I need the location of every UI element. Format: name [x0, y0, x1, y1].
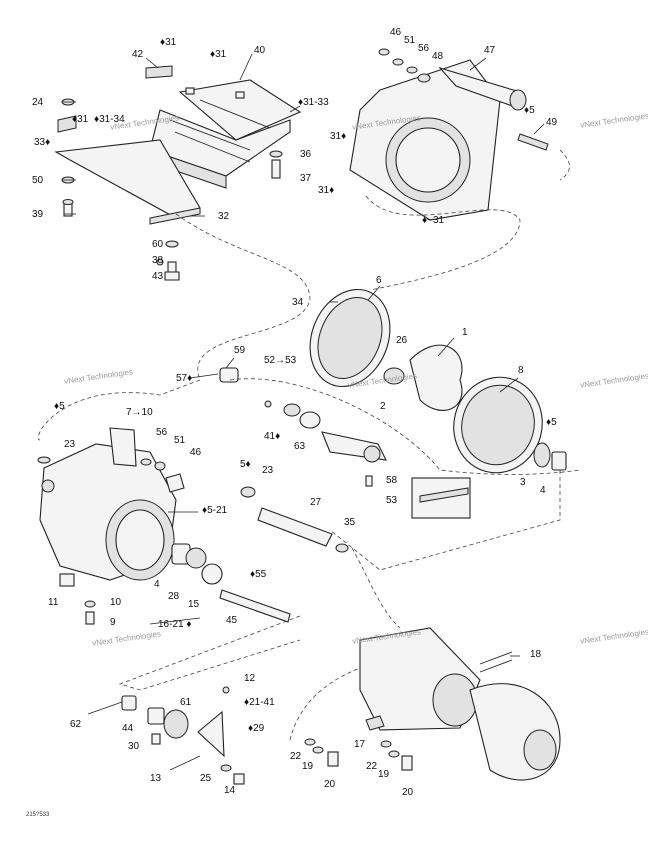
nozzle-assembly: [304, 627, 561, 781]
callout-label: 23: [64, 439, 76, 450]
callout-label: 19: [302, 761, 314, 772]
callout-label: 22: [366, 761, 378, 772]
callout-label: ♦21-41: [244, 697, 275, 708]
callout-label: 16-21 ♦: [158, 619, 192, 630]
callout-label: ♦−31: [422, 215, 445, 226]
callout-label: 25: [200, 773, 212, 784]
callout-label: 2: [380, 401, 386, 412]
callout-label: 10: [110, 597, 122, 608]
callout-label: 18: [530, 649, 542, 660]
callout-label: 43: [152, 271, 164, 282]
callout-label: 7→10: [126, 407, 153, 418]
callout-label: ♦5-21: [202, 505, 228, 516]
callout-label: 52→53: [264, 355, 297, 366]
callout-label: ♦31: [72, 114, 89, 125]
callout-label: 19: [378, 769, 390, 780]
housing-assembly: [349, 48, 570, 221]
callout-label: 30: [128, 741, 140, 752]
callout-label: 13: [150, 773, 162, 784]
callout-label: 27: [310, 497, 322, 508]
callout-label: 51: [174, 435, 186, 446]
callout-label: 32: [218, 211, 230, 222]
callout-label: 20: [402, 787, 414, 798]
callout-label: 4: [540, 485, 546, 496]
callout-label: 1: [462, 327, 468, 338]
callout-label: 38: [152, 255, 164, 266]
callout-label: 28: [168, 591, 180, 602]
callout-label: 6: [376, 275, 382, 286]
callout-label: 3: [520, 477, 526, 488]
callout-label: 45: [226, 615, 238, 626]
callout-label: 4: [154, 579, 160, 590]
callout-label: 34: [292, 297, 304, 308]
callout-label: 50: [32, 175, 44, 186]
callout-label: 23: [262, 465, 274, 476]
assembly-guides: [37, 195, 581, 741]
drive-components: [219, 367, 471, 553]
callout-label: 47: [484, 45, 496, 56]
callout-label: 63: [294, 441, 306, 452]
callout-label: 20: [324, 779, 336, 790]
leader-lines: [62, 53, 545, 771]
callout-label: 26: [396, 335, 408, 346]
callout-label: 61: [180, 697, 192, 708]
callout-label: 40: [254, 45, 266, 56]
callout-label: 53: [386, 495, 398, 506]
callout-label: 11: [48, 597, 59, 608]
callout-label: 57♦: [176, 373, 193, 384]
callout-label: ♦31-33: [298, 97, 329, 108]
callout-label: 44: [122, 723, 134, 734]
callout-label: 51: [404, 35, 416, 46]
callout-label: ♦5: [524, 105, 535, 116]
callout-label: 56: [418, 43, 430, 54]
impeller-group: [309, 288, 567, 474]
callout-label: ♦31: [160, 37, 177, 48]
callout-label: 39: [32, 209, 44, 220]
callout-label: 59: [234, 345, 246, 356]
callout-label: ♦29: [248, 723, 265, 734]
callout-label: 17: [354, 739, 366, 750]
callout-label: 58: [386, 475, 398, 486]
callout-label: 22: [290, 751, 302, 762]
callout-label: ♦31-34: [94, 114, 125, 125]
pump-housing: [37, 427, 291, 625]
callout-label: ♦5: [546, 417, 557, 428]
callout-label: 31♦: [318, 185, 335, 196]
callout-label: 42: [132, 49, 144, 60]
callout-label: 14: [224, 785, 236, 796]
callout-label: 31♦: [330, 131, 347, 142]
callout-label: 46: [390, 27, 402, 38]
callout-label: 46: [190, 447, 202, 458]
callout-label: ♦31: [210, 49, 227, 60]
callout-label: 41♦: [264, 431, 281, 442]
callout-label: 49: [546, 117, 558, 128]
callout-label: 9: [110, 617, 116, 628]
callout-label: 62: [70, 719, 82, 730]
callout-label: 24: [32, 97, 44, 108]
drawing-code: 215?533: [26, 812, 50, 818]
callout-label: 60: [152, 239, 164, 250]
callout-label: 15: [188, 599, 200, 610]
callout-label: 37: [300, 173, 312, 184]
callout-label: 12: [244, 673, 256, 684]
callout-label: 36: [300, 149, 312, 160]
cone-assembly: [121, 686, 245, 785]
callout-label: 56: [156, 427, 168, 438]
callout-label: 33♦: [34, 137, 51, 148]
callout-label: ♦5: [54, 401, 65, 412]
callout-label: ♦55: [250, 569, 267, 580]
callout-label: 5♦: [240, 459, 251, 470]
ride-plate-assembly: [54, 65, 302, 281]
callout-label: 35: [344, 517, 356, 528]
callout-label: 48: [432, 51, 444, 62]
callout-label: 8: [518, 365, 524, 376]
